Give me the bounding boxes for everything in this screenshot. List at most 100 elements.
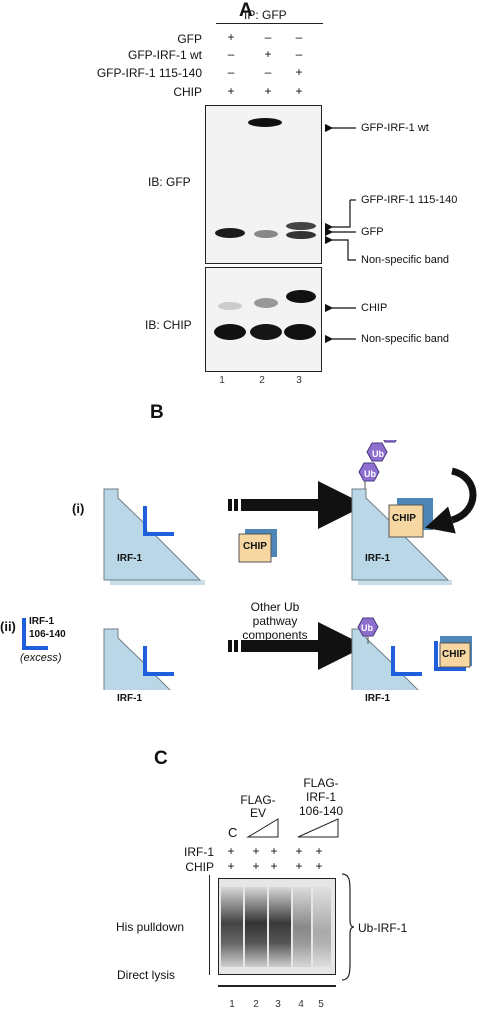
sign: – — [227, 47, 235, 61]
sign: + — [295, 859, 303, 873]
ann-nonspecific-2: Non-specific band — [361, 333, 450, 345]
irf1-shape-i-right — [351, 479, 452, 585]
panel-c-letter: C — [154, 748, 168, 769]
blot-ib-gfp — [205, 105, 322, 264]
his-pulldown-bracket — [209, 875, 210, 975]
flag-pep-l3: 106-140 — [298, 804, 344, 818]
panel-a-letter: A — [239, 0, 253, 21]
row-ii-label: (ii) — [0, 619, 16, 634]
excess-label: (excess) — [20, 652, 62, 664]
ip-bracket-line — [216, 23, 323, 24]
band-ns-lane3 — [284, 324, 316, 340]
sign: + — [227, 84, 235, 98]
panel-b-letter: B — [150, 402, 164, 423]
ann-gfp: GFP — [361, 226, 384, 238]
ub-label: Ub — [364, 469, 376, 479]
lane-number: 3 — [275, 999, 281, 1010]
chip-label-free: CHIP — [243, 541, 267, 552]
sign: + — [315, 859, 323, 873]
sign: + — [295, 84, 303, 98]
flag-ev-l2: EV — [249, 806, 266, 820]
cond-gfp-label: GFP — [177, 32, 202, 46]
chip-label-peptide: CHIP — [442, 649, 466, 660]
lane-number: 2 — [259, 375, 265, 386]
band-chip-lane2 — [254, 298, 278, 308]
sign: + — [227, 844, 235, 858]
ip-label: IP: GFP — [244, 8, 287, 22]
band-ns-lane2 — [250, 324, 282, 340]
irf1-shape-i-left — [103, 488, 205, 585]
ub-label: Ub — [361, 623, 373, 633]
row-chip-label: CHIP — [185, 860, 214, 874]
cond-wt-label: GFP-IRF-1 wt — [128, 48, 202, 62]
lane-number: 3 — [296, 375, 302, 386]
ann-nonspecific-1: Non-specific band — [361, 254, 450, 266]
sign: – — [295, 30, 303, 44]
flag-pep-l2: IRF-1 — [306, 790, 336, 804]
band-gfp-irf1-wt — [248, 118, 282, 127]
ann-chip: CHIP — [361, 302, 388, 314]
panel-b-diagram — [22, 440, 477, 690]
other-ub-l1: Other Ub — [250, 600, 300, 614]
control-label: C — [228, 825, 238, 840]
band-gfp-lane2 — [254, 230, 278, 238]
his-pulldown-label: His pulldown — [116, 920, 185, 934]
chip-label-bound: CHIP — [392, 513, 416, 524]
lane-number: 1 — [229, 999, 235, 1010]
irf1-shape-ii-left — [103, 628, 174, 690]
ub-label: Ub — [372, 449, 384, 459]
row-i-label: (i) — [72, 501, 85, 516]
ub-single — [357, 617, 379, 644]
flag-ev-l1: FLAG- — [240, 793, 276, 807]
lane-number: 2 — [253, 999, 259, 1010]
blot2-label: IB: CHIP — [145, 318, 192, 332]
ub-chain — [358, 440, 397, 482]
irf1-label: IRF-1 — [365, 553, 390, 564]
sign: + — [227, 30, 235, 44]
panel-a-arrows — [324, 123, 356, 344]
titration-wedges — [246, 818, 339, 838]
direct-lysis-label: Direct lysis — [117, 968, 176, 982]
irf1-label: IRF-1 — [117, 693, 142, 704]
blot-ib-chip — [205, 267, 322, 372]
lane-number: 1 — [219, 375, 225, 386]
band-gfp-irf1-115-lane3 — [286, 222, 316, 230]
row-irf1-label: IRF-1 — [184, 845, 214, 859]
lane-number: 4 — [298, 999, 304, 1010]
band-chip-lane1 — [218, 302, 242, 310]
sign: + — [252, 844, 260, 858]
sign: + — [270, 844, 278, 858]
lane-number: 5 — [318, 999, 324, 1010]
sign: + — [252, 859, 260, 873]
band-ns-lane1 — [214, 324, 246, 340]
flag-pep-l1: FLAG- — [303, 776, 339, 790]
sign: – — [227, 65, 235, 79]
band-chip-lane3 — [286, 290, 316, 303]
band-gfp-lane1 — [215, 228, 245, 238]
sign: + — [264, 47, 272, 61]
sign: + — [315, 844, 323, 858]
blot1-label: IB: GFP — [148, 175, 191, 189]
cond-chip-label: CHIP — [173, 85, 202, 99]
sign: + — [264, 84, 272, 98]
irf1-label: IRF-1 — [365, 693, 390, 704]
irf1-label: IRF-1 — [117, 553, 142, 564]
sign: + — [295, 844, 303, 858]
ub-label: Ub — [385, 430, 397, 440]
peptide-label-2: 106-140 — [29, 629, 66, 640]
cond-115-label: GFP-IRF-1 115-140 — [96, 66, 202, 80]
sign: – — [295, 47, 303, 61]
sign: + — [295, 65, 303, 79]
blot-his-pulldown — [218, 878, 336, 975]
ann-gfp-irf1-115: GFP-IRF-1 115-140 — [361, 194, 458, 206]
peptide-label-1: IRF-1 — [29, 616, 54, 627]
ann-gfp-irf1-wt: GFP-IRF-1 wt — [361, 122, 429, 134]
ub-irf1-bracket — [341, 873, 355, 981]
other-ub-l2: pathway — [252, 614, 298, 628]
sign: – — [264, 30, 272, 44]
band-gfp-lane3 — [286, 231, 316, 239]
other-ub-l3: components — [242, 628, 308, 642]
sign: + — [227, 859, 235, 873]
sign: – — [264, 65, 272, 79]
sign: + — [270, 859, 278, 873]
